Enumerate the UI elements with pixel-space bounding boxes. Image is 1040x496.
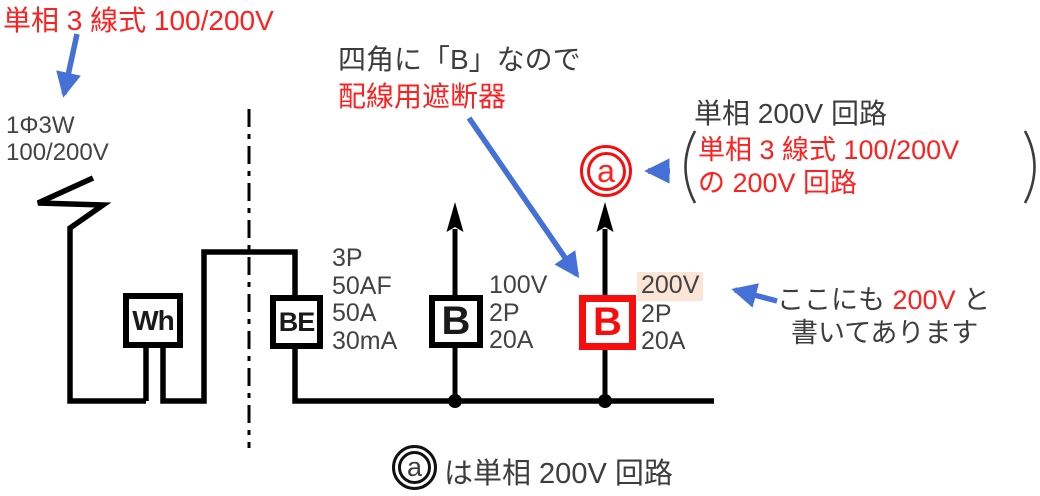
breaker-200v-poles: 2P	[641, 299, 672, 328]
watt-hour-meter-box: Wh	[123, 293, 183, 348]
circuit-a-letter: a	[597, 153, 615, 189]
breaker-100v-specs: 100V 2P 20A	[489, 271, 548, 355]
here-note: ここにも 200V と 書いてあります	[777, 284, 990, 350]
here-note-line1: ここにも 200V と	[777, 284, 990, 317]
elb-spec-poles: 3P	[332, 244, 363, 272]
here-note-line2: 書いてあります	[791, 318, 979, 348]
circuit-heading: 単相 200V 回路	[694, 98, 887, 129]
earth-leakage-breaker-label: BE	[278, 306, 316, 337]
paren-left	[684, 130, 697, 204]
breaker-200v-specs: 200V 2P 20A	[637, 271, 704, 356]
arrow-breaker-note-icon	[466, 116, 580, 279]
elb-spec-frame: 50AF	[332, 271, 392, 300]
paren-note-line1: 単相 3 線式 100/200V	[698, 135, 960, 165]
breaker-note-red: 配線用遮断器	[338, 81, 507, 112]
circuit-a-symbol: a	[580, 145, 632, 197]
here-note-red: 200V	[892, 285, 956, 315]
footer-circle-a-symbol: a	[392, 445, 437, 490]
breaker-200v-letter: B	[593, 300, 622, 344]
breaker-100v-poles: 2P	[489, 298, 520, 327]
breaker-200v-rating: 20A	[641, 327, 686, 355]
here-note-pre: ここにも	[777, 285, 893, 315]
supply-spec-line2: 100/200V	[6, 139, 109, 166]
junction-dot-100v	[448, 394, 462, 408]
elb-specs: 3P 50AF 50A 30mA	[332, 244, 398, 355]
branch-100v-arrowhead-icon	[446, 202, 464, 232]
breaker-200v-voltage-highlight: 200V	[637, 271, 704, 301]
paren-note-line2: の 200V 回路	[698, 168, 858, 198]
paren-note: 単相 3 線式 100/200V の 200V 回路	[698, 134, 959, 200]
supply-spec: 1Φ3W 100/200V	[6, 112, 109, 166]
branch-200v-arrowhead-icon	[596, 202, 614, 232]
supply-spec-line1: 1Φ3W	[6, 112, 75, 139]
main-bus-line	[292, 348, 714, 404]
breaker-100v-letter: B	[441, 299, 471, 343]
breaker-100v-rating: 20A	[489, 326, 534, 354]
footer-text: は単相 200V 回路	[444, 458, 673, 490]
breaker-note: 四角に「B」なので 配線用遮断器	[338, 41, 581, 115]
watt-hour-meter-label: Wh	[132, 304, 175, 336]
breaker-100v-voltage: 100V	[489, 271, 548, 299]
breaker-note-black: 四角に「B」なので	[338, 44, 581, 75]
here-note-post: と	[955, 285, 991, 315]
junction-dot-200v	[598, 394, 612, 408]
service-entrance-line	[36, 175, 146, 404]
arrow-supply-title-icon	[56, 33, 81, 98]
wh-to-be-loop-line	[160, 249, 298, 404]
footer-circle-a-letter: a	[406, 452, 423, 482]
arrow-200v-label-icon	[731, 283, 778, 308]
supply-title: 単相 3 線式 100/200V	[3, 5, 274, 36]
earth-leakage-breaker-box: BE	[270, 295, 323, 349]
breaker-200v-box: B	[579, 295, 636, 350]
elb-spec-rating: 50A	[332, 299, 377, 327]
elb-spec-sensitivity: 30mA	[332, 326, 398, 355]
paren-right	[1023, 130, 1036, 204]
breaker-100v-box: B	[429, 295, 483, 348]
